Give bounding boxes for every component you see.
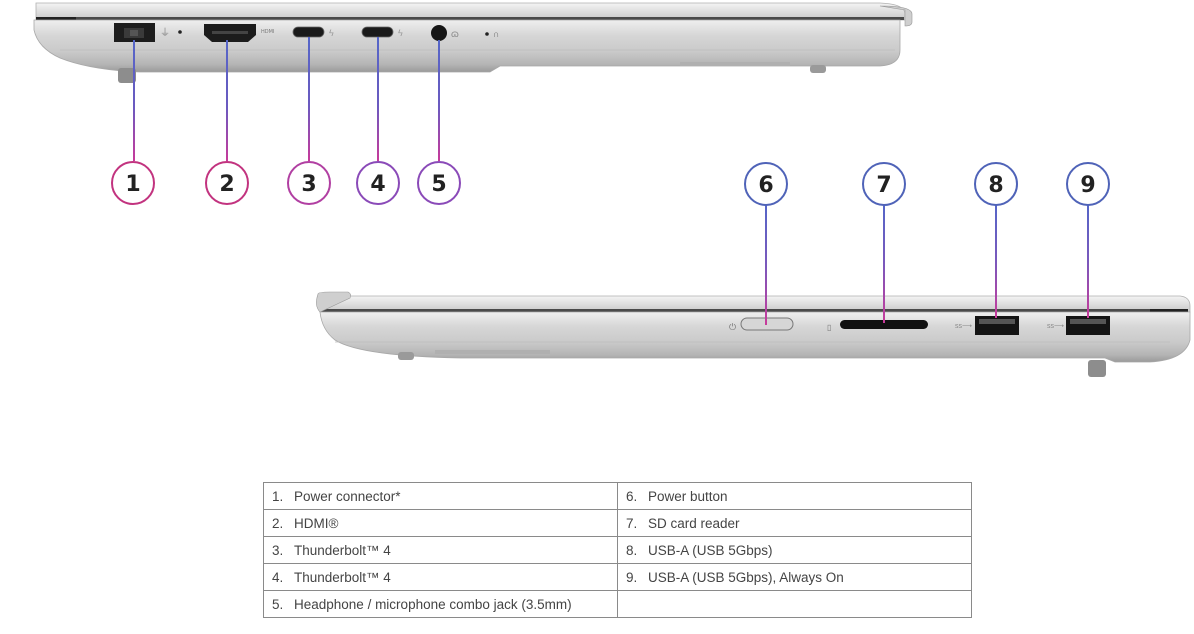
led-indicator [485, 32, 489, 36]
legend-number: 7. [626, 515, 638, 531]
callout-6: 6 [744, 162, 788, 206]
headphone-icon: ∩ [493, 29, 499, 39]
callout-line-5 [438, 40, 440, 161]
led-indicator [178, 30, 182, 34]
table-row: 1. Power connector* 6. Power button [263, 482, 972, 510]
legend-cell: 7. SD card reader [617, 509, 972, 537]
svg-text:7: 7 [876, 173, 891, 198]
legend-label: USB-A (USB 5Gbps) [648, 542, 773, 558]
table-row: 4. Thunderbolt™ 4 9. USB-A (USB 5Gbps), Al… [263, 563, 972, 591]
legend-cell: 9. USB-A (USB 5Gbps), Always On [617, 563, 972, 591]
usb-ss-icon: ss⟶ [955, 323, 972, 330]
thunderbolt-icon: ϟ [398, 28, 403, 38]
legend-cell: 1. Power connector* [263, 482, 618, 510]
legend-label: SD card reader [648, 515, 740, 531]
rubber-foot [1088, 360, 1106, 377]
legend-label: Headphone / microphone combo jack (3.5mm… [294, 596, 572, 612]
rubber-foot [810, 65, 826, 73]
legend-number: 6. [626, 488, 638, 504]
svg-text:4: 4 [370, 172, 385, 197]
callout-lines-left [133, 37, 440, 161]
table-row: 3. Thunderbolt™ 4 8. USB-A (USB 5Gbps) [263, 536, 972, 564]
table-row: 2. HDMI® 7. SD card reader [263, 509, 972, 537]
sd-card-icon: ▯ [827, 323, 831, 332]
legend-cell: 4. Thunderbolt™ 4 [263, 563, 618, 591]
thunderbolt-port-1 [292, 26, 325, 38]
laptop-left-side: ⏚ HDMI ϟ ϟ ɷ ∩ [33, 2, 913, 83]
callout-line-7 [883, 205, 885, 323]
legend-cell: 6. Power button [617, 482, 972, 510]
thunderbolt-icon: ϟ [329, 28, 334, 38]
legend-number: 4. [272, 569, 284, 585]
callout-line-9 [1087, 205, 1089, 318]
vent-grille [435, 350, 550, 354]
legend-label: HDMI® [294, 515, 339, 531]
legend-cell: 3. Thunderbolt™ 4 [263, 536, 618, 564]
usb-a-port-2 [1066, 316, 1110, 335]
usb-a-port-1 [975, 316, 1019, 335]
vent-grille [680, 62, 790, 66]
legend-number: 9. [626, 569, 638, 585]
power-plug-icon: ⏚ [160, 27, 170, 39]
callout-line-4 [377, 37, 379, 161]
callout-5: 5 [417, 161, 461, 205]
rubber-foot [398, 352, 414, 360]
callout-line-8 [995, 205, 997, 318]
sd-card-slot [840, 320, 928, 329]
legend-label: Power button [648, 488, 728, 504]
callout-line-6 [765, 205, 767, 325]
thunderbolt-port-2 [361, 26, 394, 38]
legend-cell: 5. Headphone / microphone combo jack (3.5… [263, 590, 618, 618]
legend-number: 3. [272, 542, 284, 558]
headphone-jack [431, 25, 447, 41]
headset-icon: ɷ [451, 29, 459, 40]
legend-cell: 8. USB-A (USB 5Gbps) [617, 536, 972, 564]
hdmi-port [204, 24, 256, 42]
legend-number: 1. [272, 488, 284, 504]
svg-text:8: 8 [988, 173, 1003, 198]
callout-7: 7 [862, 162, 906, 206]
legend-label: Thunderbolt™ 4 [294, 542, 391, 558]
svg-text:2: 2 [219, 172, 234, 197]
hdmi-marking: HDMI [261, 29, 274, 35]
callout-9: 9 [1066, 162, 1110, 206]
svg-text:3: 3 [301, 172, 316, 197]
svg-text:5: 5 [431, 172, 446, 197]
callout-3: 3 [287, 161, 331, 205]
legend-cell: 2. HDMI® [263, 509, 618, 537]
callout-8: 8 [974, 162, 1018, 206]
callout-lines-right [765, 205, 1089, 325]
legend-label: Thunderbolt™ 4 [294, 569, 391, 585]
rubber-foot [118, 68, 136, 83]
legend-number: 2. [272, 515, 284, 531]
callout-line-2 [226, 40, 228, 161]
callout-2: 2 [205, 161, 249, 205]
legend-number: 8. [626, 542, 638, 558]
usb-ss-always-on-icon: ss⟶ [1047, 323, 1064, 330]
callout-1: 1 [111, 161, 155, 205]
power-icon: ⏻ [729, 322, 736, 332]
table-row: 5. Headphone / microphone combo jack (3.5… [263, 590, 972, 618]
power-connector-port [114, 23, 155, 42]
svg-text:9: 9 [1080, 173, 1095, 198]
legend-label: USB-A (USB 5Gbps), Always On [648, 569, 844, 585]
legend-number: 5. [272, 596, 284, 612]
callout-line-1 [133, 40, 135, 161]
callout-4: 4 [356, 161, 400, 205]
callout-line-3 [308, 37, 310, 161]
svg-text:1: 1 [125, 172, 140, 197]
laptop-right-side: ⏻ ▯ ss⟶ ss⟶ [316, 291, 1191, 377]
legend-label: Power connector* [294, 488, 401, 504]
legend-cell-empty [617, 590, 972, 618]
ports-legend-table: 1. Power connector* 6. Power button 2. HDMI… [263, 482, 972, 618]
svg-text:6: 6 [758, 173, 773, 198]
